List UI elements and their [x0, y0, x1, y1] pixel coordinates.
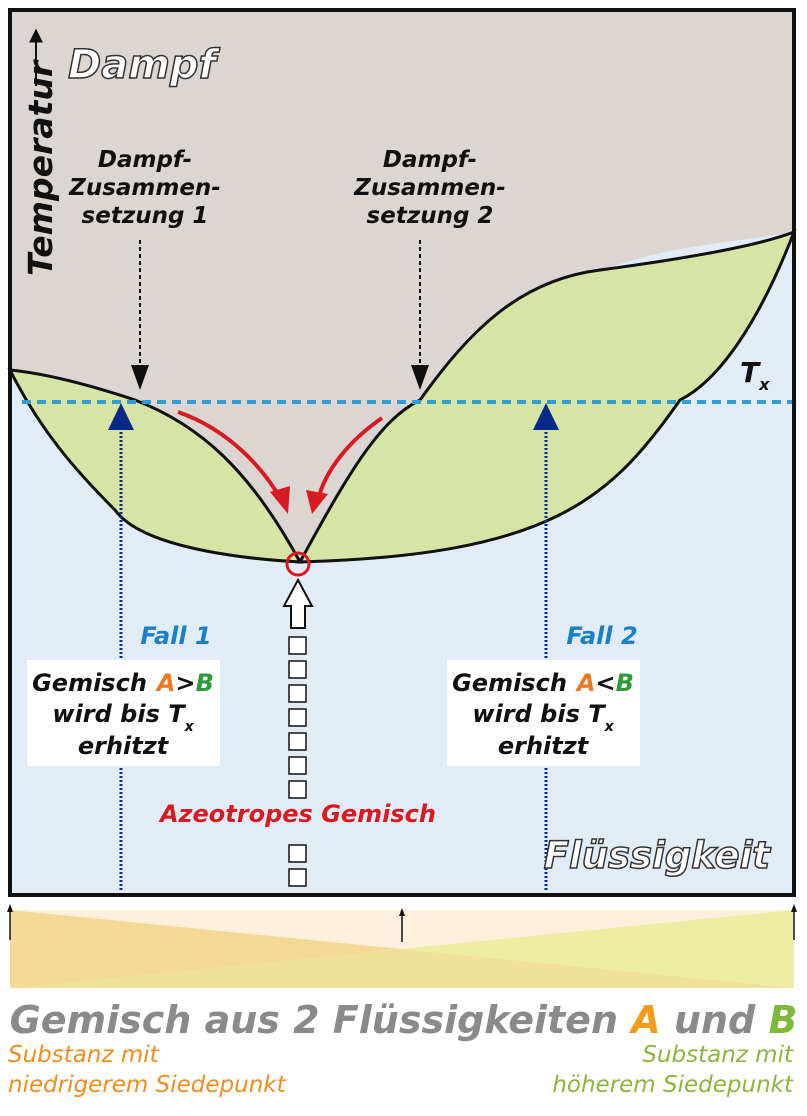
svg-text:erhitzt: erhitzt: [78, 732, 170, 760]
composition-band: [7, 904, 797, 988]
liquid-label: Flüssigkeit: [544, 834, 772, 877]
svg-text:Zusammen-: Zusammen-: [353, 175, 506, 201]
svg-text:Zusammen-: Zusammen-: [68, 175, 221, 201]
red-arrow-right: [316, 416, 384, 501]
azeotrope-label: Azeotropes Gemisch: [158, 800, 436, 828]
vapor-composition-2-label: Dampf- Zusammen- setzung 2: [353, 147, 506, 229]
case-2-arrowhead: [533, 403, 559, 430]
vapor-label: Dampf: [68, 42, 221, 88]
azeotrope-dash-squares: [288, 636, 307, 887]
svg-text:setzung 2: setzung 2: [367, 203, 494, 229]
case-1-label: Fall 1: [140, 622, 211, 650]
footer-title: Gemisch aus 2 Flüssigkeiten A und B: [9, 998, 798, 1042]
azeotrope-up-arrow: [282, 577, 314, 629]
lower-boiling-substance-label: Substanz mit niedrigerem Siedepunkt: [8, 1042, 286, 1098]
svg-text:wird bis Tx: wird bis Tx: [472, 700, 614, 735]
svg-text:Dampf-: Dampf-: [383, 147, 477, 173]
case-2-label: Fall 2: [566, 622, 637, 650]
azeotrope-point: [285, 551, 311, 577]
svg-text:wird bis Tx: wird bis Tx: [52, 700, 194, 735]
plot-frame: [8, 8, 796, 897]
temperature-label: Temperatur: [21, 59, 60, 276]
svg-text:erhitzt: erhitzt: [498, 732, 590, 760]
higher-boiling-substance-label: Substanz mit höherem Siedepunkt: [552, 1042, 793, 1098]
vapor-comp-1-arrowhead: [131, 365, 149, 390]
case-1-arrowhead: [108, 403, 134, 430]
azeotrope-diagram: Dampf Temperatur Dampf- Zusammen- setzun…: [7, 8, 797, 988]
tx-label: Tx: [740, 356, 770, 394]
vapor-composition-1-label: Dampf- Zusammen- setzung 1: [68, 147, 221, 229]
vapor-comp-2-arrowhead: [411, 365, 429, 390]
svg-text:Dampf-: Dampf-: [98, 147, 192, 173]
svg-text:setzung 1: setzung 1: [82, 203, 209, 229]
